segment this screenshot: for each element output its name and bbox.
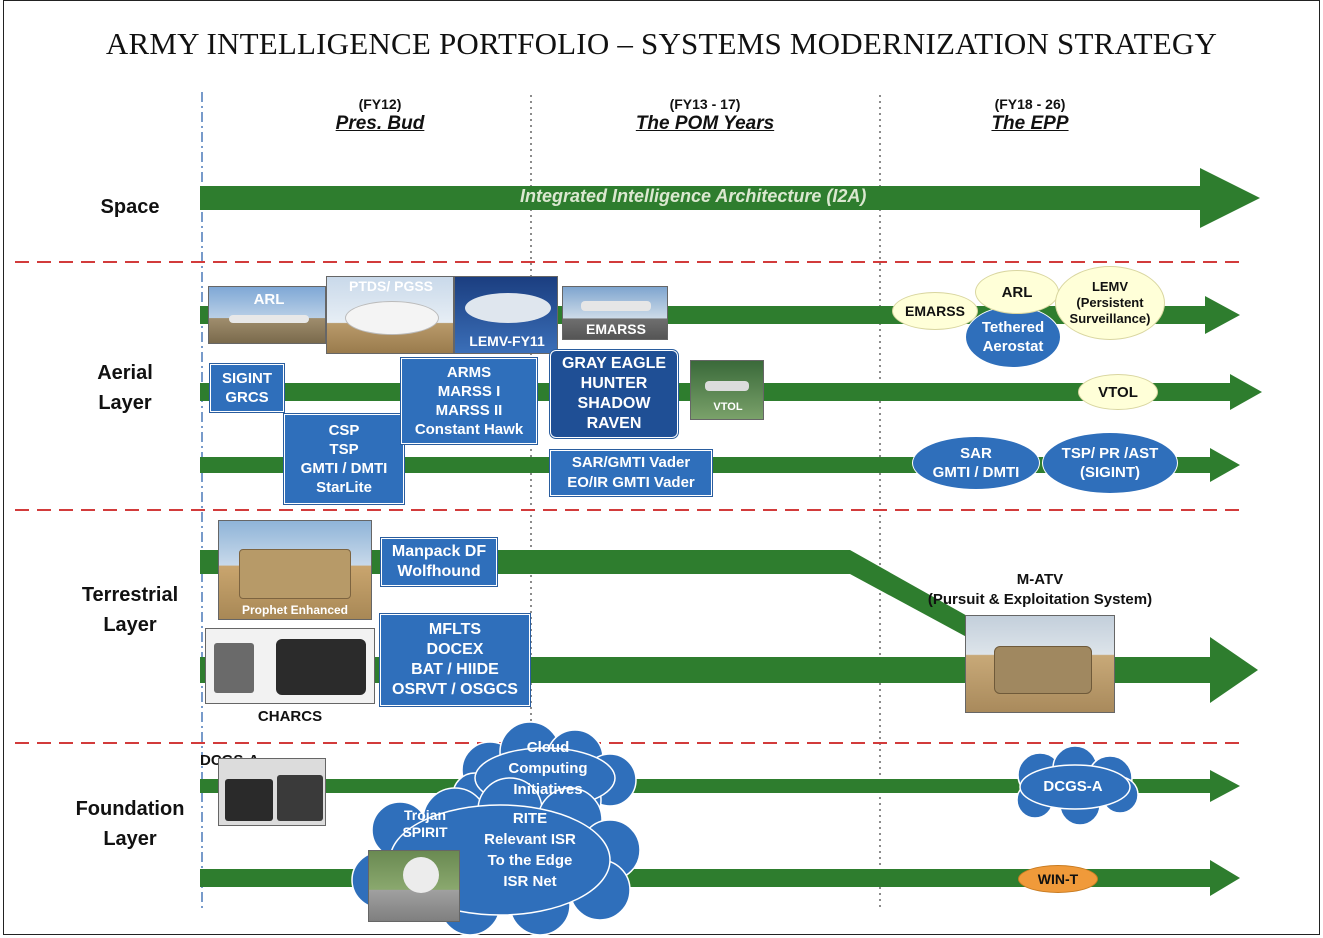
vehicle-icon: [994, 646, 1092, 694]
arl-photo: ARL: [208, 286, 326, 344]
emarss-photo-label: EMARSS: [586, 321, 646, 337]
period-fy18-26-sub: (FY18 - 26): [994, 96, 1066, 112]
win-t-ellipse: WIN-T: [1018, 865, 1098, 893]
vtol-future-ellipse: VTOL: [1078, 374, 1158, 410]
period-fy12: (FY12) Pres. Bud: [280, 95, 480, 135]
manpack-df-box: Manpack DF Wolfhound: [381, 538, 497, 586]
space-arrow: [200, 168, 1260, 228]
prophet-enhanced-photo: Prophet Enhanced: [218, 520, 372, 620]
diagram-frame: [3, 0, 1320, 935]
emarss-photo: EMARSS: [562, 286, 668, 340]
tsp-pr-ast-ellipse: TSP/ PR /AST (SIGINT): [1042, 432, 1178, 494]
arl-photo-label: ARL: [253, 291, 285, 308]
lemv-photo: LEMV-FY11: [454, 276, 558, 354]
vtol-photo-label: VTOL: [713, 401, 743, 413]
arl-future-ellipse: ARL: [975, 270, 1059, 314]
arms-marss-box: ARMS MARSS I MARSS II Constant Hawk: [401, 358, 537, 444]
row-label-foundation: Foundation Layer: [75, 798, 185, 850]
aircraft-icon: [581, 301, 651, 311]
period-fy18-26: (FY18 - 26) The EPP: [930, 95, 1130, 135]
cloud-computing-label: Cloud Computing Initiatives: [508, 739, 588, 798]
period-fy13-17: (FY13 - 17) The POM Years: [600, 95, 810, 135]
period-fy18-26-name: The EPP: [991, 113, 1069, 134]
dcgs-a-photo: [218, 758, 326, 826]
row-label-space: Space: [100, 196, 160, 218]
dcgs-right-cloud: [1016, 745, 1139, 826]
aerial-arrow-1: [200, 296, 1240, 334]
foundation-arrow-1: [200, 770, 1240, 802]
tethered-aerostat-ellipse: Tethered Aerostat: [965, 306, 1061, 368]
csp-tsp-box: CSP TSP GMTI / DMTI StarLite: [284, 414, 404, 504]
vehicle-icon: [239, 549, 351, 599]
period-fy12-sub: (FY12): [358, 96, 402, 112]
period-fy13-17-name: The POM Years: [635, 113, 775, 134]
aircraft-icon: [229, 315, 309, 323]
diagram-title: ARMY INTELLIGENCE PORTFOLIO – SYSTEMS MO…: [105, 26, 1218, 61]
aerostat-icon: [345, 301, 439, 335]
lemv-future-ellipse: LEMV (Persistent Surveillance): [1055, 266, 1165, 340]
trojan-spirit-photo: [368, 850, 460, 922]
laptop-icon: [214, 643, 254, 693]
sigint-grcs-box: SIGINT GRCS: [210, 364, 284, 412]
vtol-photo: VTOL: [690, 360, 764, 420]
row-label-aerial: Aerial Layer: [97, 362, 153, 414]
period-fy13-17-sub: (FY13 - 17): [669, 96, 741, 112]
emarss-future-ellipse: EMARSS: [892, 292, 978, 330]
aerial-arrow-3: [200, 448, 1240, 482]
equipment-icon: [276, 639, 366, 695]
ptds-photo: PTDS/ PGSS: [326, 276, 454, 354]
space-arrow-label: Integrated Intelligence Architecture (I2…: [520, 186, 867, 206]
mflts-box: MFLTS DOCEX BAT / HIIDE OSRVT / OSGCS: [380, 614, 530, 706]
sar-gmti-future-ellipse: SAR GMTI / DMTI: [912, 436, 1040, 490]
trojan-spirit-label: Trojan SPIRIT: [402, 807, 448, 840]
prophet-enhanced-label: Prophet Enhanced: [241, 603, 348, 617]
server-icon: [225, 779, 273, 821]
sar-gmti-vader-box: SAR/GMTI Vader EO/IR GMTI Vader: [550, 450, 712, 496]
helicopter-icon: [705, 381, 749, 391]
ptds-photo-label: PTDS/ PGSS: [348, 278, 434, 294]
matv-label: M-ATV (Pursuit & Exploitation System): [927, 571, 1153, 608]
period-fy12-name: Pres. Bud: [335, 113, 425, 134]
terrestrial-arrow-2: [200, 637, 1258, 703]
matv-photo: [965, 615, 1115, 713]
rite-label: RITE Relevant ISR To the Edge ISR Net: [484, 810, 576, 890]
dcgs-a-right-label: DCGS-A: [1043, 778, 1103, 795]
server-icon: [277, 775, 323, 821]
airship-icon: [465, 293, 551, 323]
row-label-terrestrial: Terrestrial Layer: [81, 584, 179, 636]
gray-eagle-box: GRAY EAGLE HUNTER SHADOW RAVEN: [550, 350, 678, 438]
charcs-photo: [205, 628, 375, 704]
lemv-photo-label: LEMV-FY11: [469, 333, 545, 349]
charcs-label: CHARCS: [257, 708, 323, 725]
satellite-dish-icon: [403, 857, 439, 893]
